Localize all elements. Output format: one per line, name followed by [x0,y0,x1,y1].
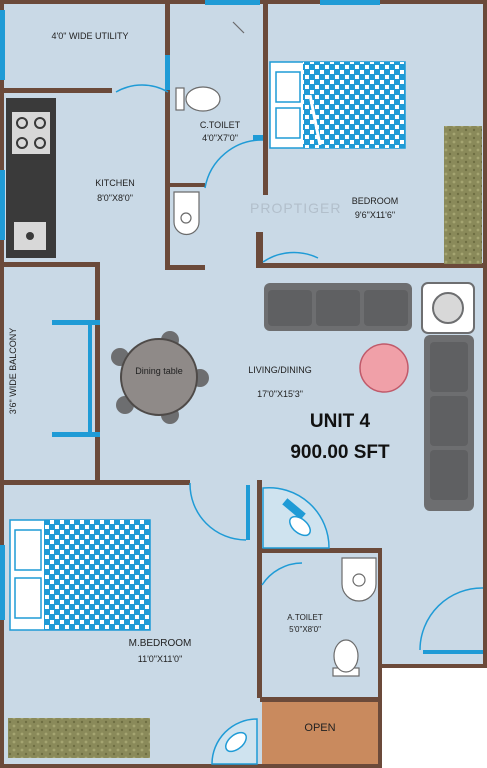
dining-table-label: Dining table [135,366,183,376]
unit-name: UNIT 4 [309,411,371,432]
m-bedroom-name: M.BEDROOM [128,638,192,649]
living-dining-name: LIVING/DINING [248,365,312,375]
wash-counter [262,486,330,549]
c-toilet-size: 4'0"X7'0" [202,133,238,143]
master-bed [9,519,151,631]
balcony-label: 3'6" WIDE BALCONY [8,327,18,415]
kitchen-size: 8'0"X8'0" [97,193,133,203]
bedroom-balcony-strip [444,126,482,264]
open-label: OPEN [304,722,336,734]
a-toilet-size: 5'0"X8'0" [289,625,321,634]
a-toilet-fixtures [332,557,377,677]
bedroom-size: 9'6"X11'6" [354,210,396,220]
bedroom-bed [269,61,406,149]
sofa-set [264,282,475,511]
kitchen-name: KITCHEN [95,178,135,188]
open-area [262,702,378,764]
corner-fixture [211,718,258,765]
unit-area: 900.00 SFT [290,442,390,463]
c-toilet-name: C.TOILET [199,120,241,130]
m-bedroom-size: 11'0"X11'0" [137,654,183,664]
master-balcony-strip [8,718,150,758]
center-rug [359,343,409,393]
dining-set [111,331,209,424]
door-swings [115,84,484,651]
kitchen-counter [6,98,56,258]
watermark: PROPTIGER [250,200,342,216]
a-toilet-name: A.TOILET [287,613,323,622]
utility-label: 4'0" WIDE UTILITY [51,31,129,41]
c-toilet-fixtures [173,21,245,236]
living-dining-size: 17'0"X15'3" [257,389,303,399]
windows [0,0,483,654]
bedroom-name: BEDROOM [351,196,399,206]
outside-area [382,668,487,768]
